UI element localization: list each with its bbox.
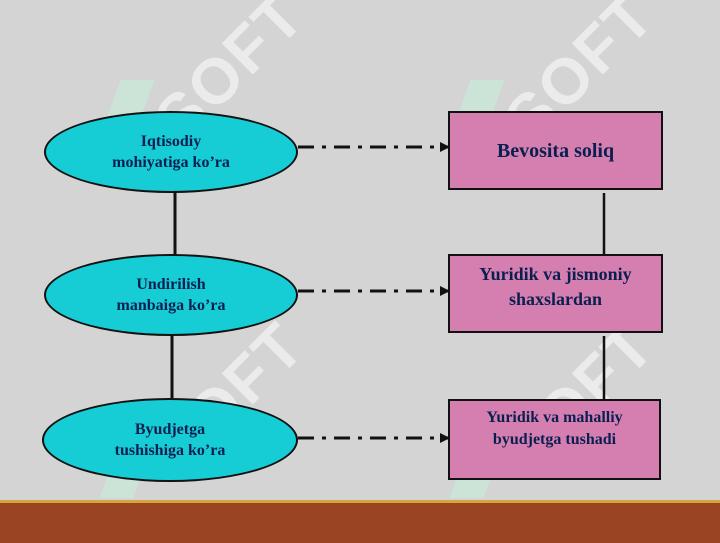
result-legal-physical-persons: Yuridik va jismoniy shaxslardan xyxy=(448,254,663,333)
result-label: shaxslardan xyxy=(508,289,603,309)
criterion-label: Iqtisodiy xyxy=(140,133,202,150)
criterion-budget-inflow: Byudjetga tushishiga ko’ra xyxy=(42,398,298,482)
footer-bar xyxy=(0,500,720,543)
criterion-collection-source: Undirilish manbaiga ko’ra xyxy=(44,254,298,336)
criterion-label: manbaiga ko’ra xyxy=(116,297,226,314)
result-label: Bevosita soliq xyxy=(496,140,615,162)
criterion-label: tushishiga ko’ra xyxy=(114,442,226,459)
result-label: Yuridik va jismoniy xyxy=(479,264,632,284)
result-label: Yuridik va mahalliy xyxy=(486,409,623,426)
criterion-label: Undirilish xyxy=(136,276,206,293)
result-direct-tax: Bevosita soliq xyxy=(448,111,663,190)
result-label: byudjetga tushadi xyxy=(492,431,617,448)
criterion-label: mohiyatiga ko’ra xyxy=(112,154,230,171)
criterion-label: Byudjetga xyxy=(134,421,206,438)
result-legal-local-budget: Yuridik va mahalliy byudjetga tushadi xyxy=(448,399,661,480)
criterion-economic-nature: Iqtisodiy mohiyatiga ko’ra xyxy=(44,111,298,193)
